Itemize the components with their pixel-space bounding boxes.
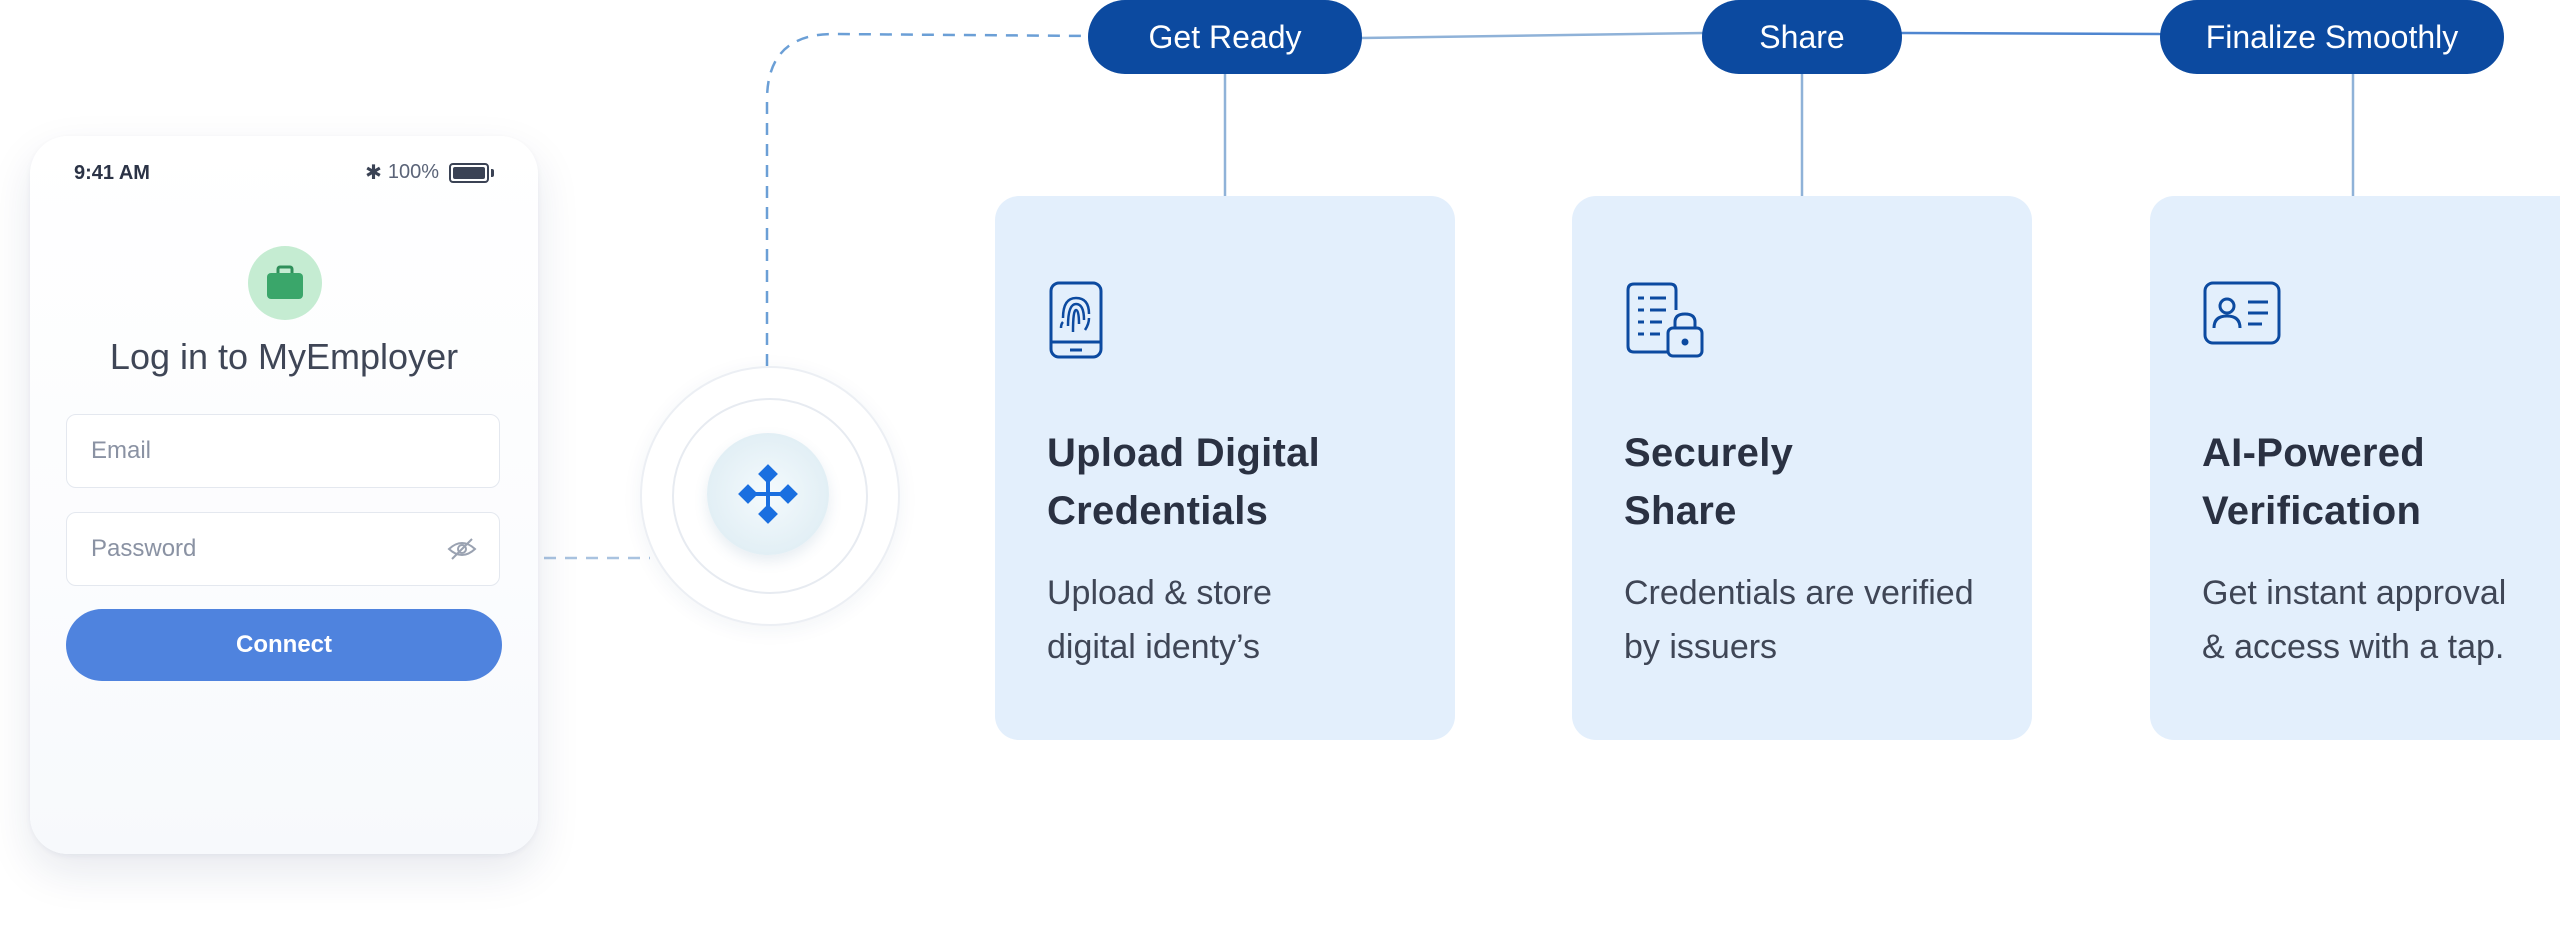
card-title-line: Securely [1624, 431, 1794, 475]
status-time: 9:41 AM [74, 162, 150, 184]
fingerprint-phone-icon [1047, 280, 1105, 365]
step-card-share: Securely Share Credentials are verified … [1572, 196, 2032, 740]
step-pill-get-ready[interactable]: Get Ready [1088, 0, 1362, 74]
briefcase-icon [248, 246, 322, 320]
card-description: Get instant approval & access with a tap… [2202, 566, 2560, 674]
id-card-icon [2202, 280, 2282, 351]
bluetooth-icon: ✱ [365, 162, 382, 184]
battery-tip [491, 168, 494, 177]
network-nodes-icon [707, 433, 829, 555]
password-field[interactable] [66, 512, 500, 586]
card-description-line: Upload & store [1047, 574, 1272, 612]
card-description-line: Credentials are verified [1624, 574, 1974, 612]
share-to-finalize-connector [1899, 31, 2163, 36]
card-title: Securely Share [1624, 424, 2004, 540]
hub-to-get-ready-connector [765, 32, 1091, 366]
step-pill-share[interactable]: Share [1702, 0, 1902, 74]
card-description-line: by issuers [1624, 628, 1778, 666]
card-title: Upload Digital Credentials [1047, 424, 1427, 540]
card-title-line: AI-Powered [2202, 431, 2426, 475]
battery-icon [449, 162, 489, 183]
step-card-upload: Upload Digital Credentials Upload & stor… [995, 196, 1455, 740]
email-input[interactable] [89, 436, 477, 466]
card-description-line: & access with a tap. [2202, 628, 2505, 666]
card-title-line: Upload Digital [1047, 431, 1321, 475]
card-description-line: Get instant approval [2202, 574, 2507, 612]
document-lock-icon [1624, 280, 1708, 365]
card-description: Upload & store digital identy’s [1047, 566, 1417, 674]
card-title-line: Credentials [1047, 489, 1269, 533]
hub-node [640, 366, 900, 626]
step-pill-finalize-smoothly[interactable]: Finalize Smoothly [2160, 0, 2504, 74]
card-title-line: Verification [2202, 489, 2422, 533]
login-title: Log in to MyEmployer [109, 336, 459, 377]
step-card-verification: AI-Powered Verification Get instant appr… [2150, 196, 2560, 740]
eye-slash-icon[interactable] [447, 537, 477, 561]
card-description: Credentials are verified by issuers [1624, 566, 1994, 674]
password-input[interactable] [89, 534, 447, 564]
card-description-line: digital identy’s [1047, 628, 1260, 666]
phone-mockup: 9:41 AM ✱ 100% Log in to MyEmployer Conn… [30, 136, 538, 854]
status-bar-right: ✱ 100% [365, 160, 494, 185]
email-field[interactable] [66, 414, 500, 488]
get-ready-to-share-connector [1359, 31, 1705, 40]
connect-button[interactable]: Connect [66, 609, 502, 681]
card-title: AI-Powered Verification [2202, 424, 2560, 540]
card-title-line: Share [1624, 489, 1737, 533]
battery-percent: 100% [387, 161, 439, 183]
